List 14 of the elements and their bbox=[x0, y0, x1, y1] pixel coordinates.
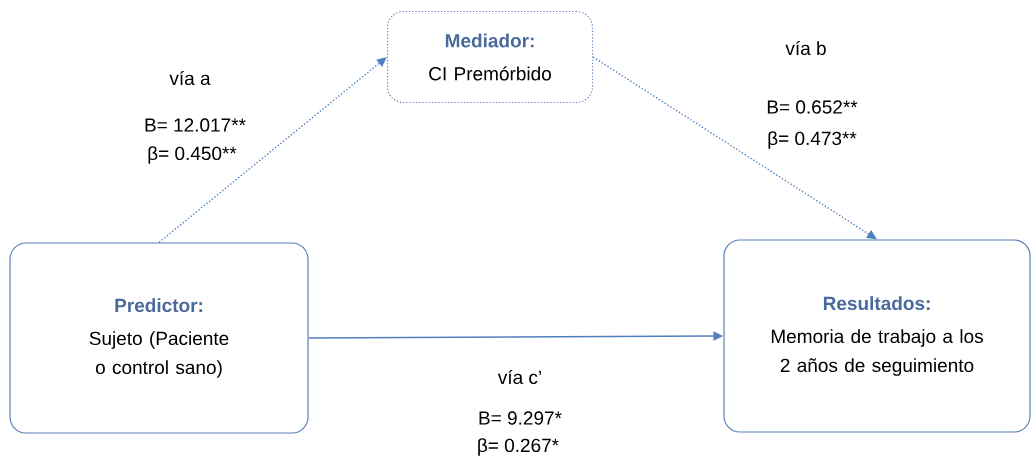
arrow bbox=[158, 57, 387, 244]
path-coefficient: B= 0.652** bbox=[767, 100, 858, 114]
path-coefficient: β= 0.267* bbox=[478, 438, 559, 456]
path-label: vía a bbox=[169, 70, 211, 86]
rounded-box: Predictor: Sujeto (Paciente o control sano) bbox=[9, 242, 309, 434]
path-coefficient: B= 12.017** bbox=[145, 118, 246, 132]
rounded-box: Resultados: Memoria de trabajo a los 2 años de seguimiento bbox=[723, 239, 1031, 433]
arrow bbox=[592, 56, 877, 240]
path-label: vía b bbox=[785, 40, 826, 56]
path-label: vía c’ bbox=[497, 369, 541, 385]
path-coefficient: β= 0.450** bbox=[148, 146, 237, 164]
rounded-box: Mediador: CI Premórbido bbox=[386, 10, 594, 104]
path-coefficient: B= 9.297* bbox=[479, 411, 562, 425]
path-coefficient: β= 0.473** bbox=[768, 131, 857, 149]
